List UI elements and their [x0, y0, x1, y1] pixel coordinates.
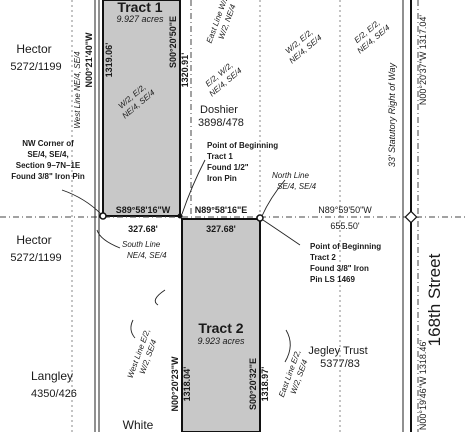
t2-east-bearing: S00°20'32"E: [248, 358, 258, 410]
e2-w2-label: E/2, W/2, NE/4, SE/4: [204, 61, 244, 99]
south-line-line-2: NE/4, SE/4: [127, 251, 167, 260]
pob-tract-1-note: Point of Beginning Tract 1 Found 1/2" Ir…: [207, 141, 278, 183]
south-line-line-1: South Line: [122, 240, 161, 249]
t2-west-bearing: N00°20'23"W: [170, 356, 180, 412]
row-bearing-top: N00°20'37"W 1317.04': [418, 15, 428, 106]
nw-corner-line-1: NW Corner of: [22, 139, 74, 148]
pob-t1-line-1: Point of Beginning: [207, 141, 278, 150]
east-line-e2-note: East Line E/2, W/2, SE/4: [277, 349, 310, 399]
pob-t2-line-4: Pin LS 1469: [310, 275, 355, 284]
owner-jegley-name: Jegley Trust: [308, 345, 367, 357]
t2-west-length: 1318.04': [182, 367, 192, 402]
south-line-note: South Line NE/4, SE/4: [122, 240, 167, 260]
tract-2-area: 9.923 acres: [197, 336, 245, 346]
t1-east-length: 1320.91': [180, 53, 190, 88]
t1-west-length: 1319.06': [104, 43, 114, 78]
west-boundary-lines: [94, 0, 100, 432]
tract-2-parcel[interactable]: [181, 218, 261, 432]
owner-hector-mid-name: Hector: [16, 233, 51, 247]
owner-hector-top-book: 5272/1199: [10, 61, 61, 73]
t1-east-bearing: S00°20'50"E: [168, 16, 178, 68]
faint-lines: [71, 0, 341, 432]
west-line-ne4-label: West Line NE/4, SE/4: [73, 51, 82, 129]
north-line-line-1: North Line: [272, 171, 309, 180]
nw-corner-note: NW Corner of SE/4, SE/4, Section 9–7N–1E…: [11, 139, 85, 181]
owner-white-name: White: [123, 418, 154, 432]
east-line-top-label: East Line W/2, W/2, NE/4: [205, 0, 238, 44]
pob-t1-line-2: Tract 1: [207, 152, 233, 161]
east-line-length: 655.50': [330, 221, 360, 231]
tract-2-title: Tract 2: [198, 320, 243, 336]
right-of-way-label: 33' Statutory Right of Way: [387, 62, 397, 167]
e2-e2-label: E/2, E/2, NE/4, SE/4: [352, 18, 392, 55]
tract-1-title: Tract 1: [117, 0, 162, 15]
street-name: 168th Street: [425, 253, 444, 346]
section-corner-marker: [404, 210, 418, 224]
nw-corner-line-4: Found 3/8" Iron Pin: [11, 172, 85, 181]
south-t1-length: 327.68': [128, 224, 158, 234]
pob-t2-line-2: Tract 2: [310, 253, 336, 262]
pob-t1-line-4: Iron Pin: [207, 174, 237, 183]
nw-corner-line-2: SE/4, SE/4,: [27, 150, 68, 159]
owner-doshier-name: Doshier: [200, 104, 238, 116]
owner-langley-name: Langley: [31, 369, 73, 383]
owner-doshier-book: 3898/478: [198, 117, 244, 129]
pob-tract-1-pin[interactable]: [177, 213, 183, 219]
north-line-note: North Line SE/4, SE/4: [272, 171, 317, 191]
pob-tract-2-pin[interactable]: [256, 214, 264, 222]
pob-t2-line-3: Found 3/8" Iron: [310, 264, 369, 273]
owner-hector-top-name: Hector: [16, 42, 51, 56]
pob-t2-line-1: Point of Beginning: [310, 242, 381, 251]
north-t2-bearing: N89°58'16"E: [195, 205, 248, 215]
nw-corner-pin[interactable]: [99, 212, 107, 220]
east-line-bearing: N89°59'50"W: [318, 205, 372, 215]
tract-1-parcel[interactable]: [102, 0, 181, 217]
t1-west-bearing: N00°21'40"W: [84, 32, 94, 88]
north-t2-length: 327.68': [206, 224, 236, 234]
owner-langley-book: 4350/426: [31, 388, 77, 400]
row-bearing-bottom: N00°19'46"W 1318.46': [418, 340, 428, 431]
nw-corner-line-3: Section 9–7N–1E: [16, 161, 81, 170]
owner-jegley-book: 5377/83: [320, 358, 360, 370]
pob-tract-2-note: Point of Beginning Tract 2 Found 3/8" Ir…: [310, 242, 381, 284]
north-line-line-2: SE/4, SE/4: [277, 182, 317, 191]
tract-1-area: 9.927 acres: [116, 14, 164, 24]
t2-east-length: 1318.97': [260, 367, 270, 402]
pob-t1-line-3: Found 1/2": [207, 163, 249, 172]
west-line-e2-note: West Line E/2, W/2, SE/4: [126, 328, 159, 380]
w2-e2-label: W/2, E/2, NE/4, SE/4: [284, 28, 324, 66]
leaders: [61, 159, 301, 363]
owner-hector-mid-book: 5272/1199: [10, 252, 61, 264]
south-t1-bearing: S89°58'16"W: [116, 205, 171, 215]
